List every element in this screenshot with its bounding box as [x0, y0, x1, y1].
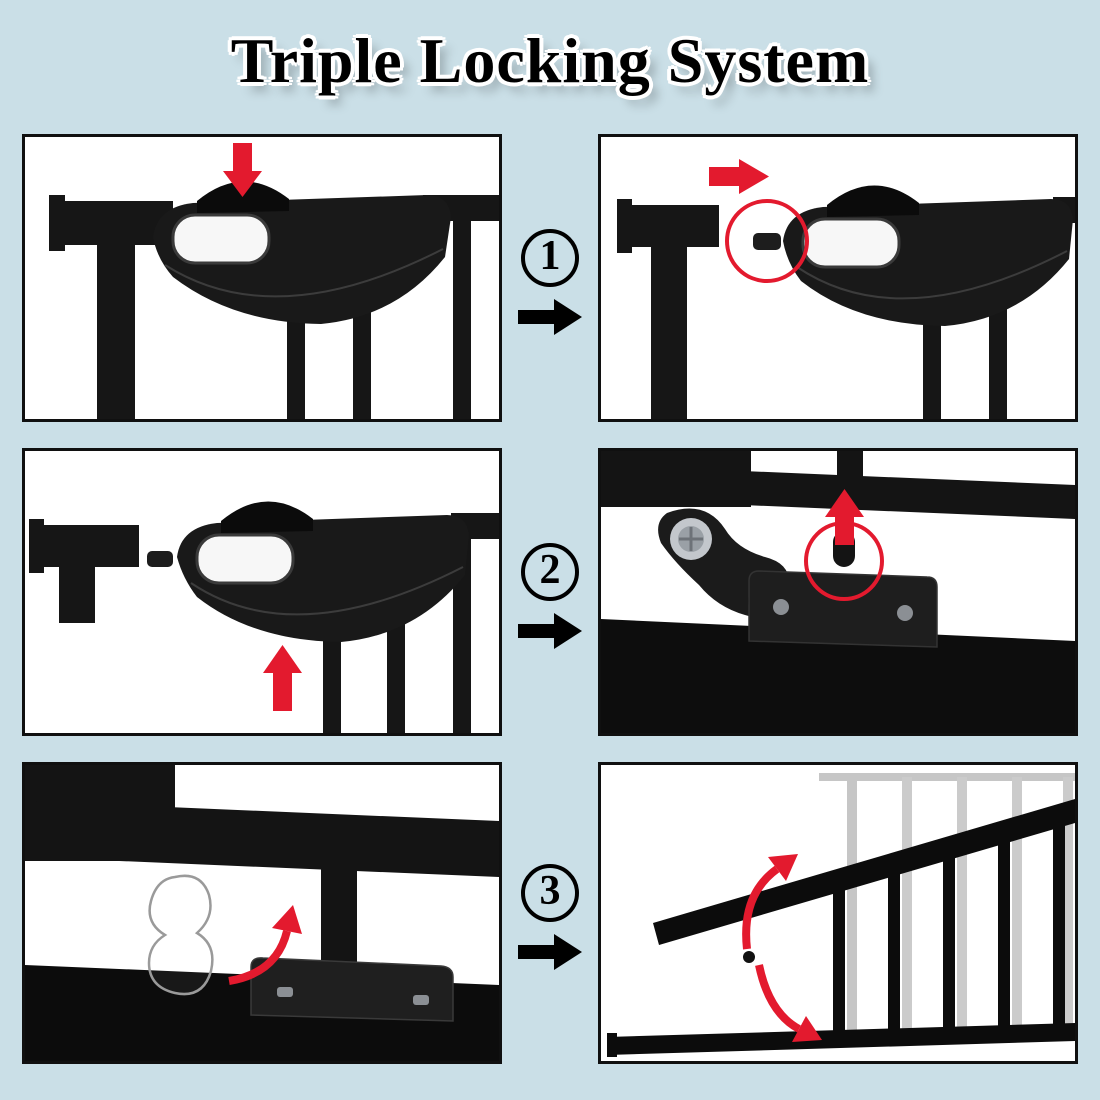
foot-pedal-release-illustration [25, 765, 499, 1061]
step-1-left-panel [22, 134, 502, 422]
gate-handle-press-down-illustration [49, 143, 499, 419]
step-3-left-panel [22, 762, 502, 1064]
fixed-gate-gray [819, 773, 1075, 1035]
gate-handle [753, 185, 1073, 326]
circled-number-3-icon: 3 [521, 863, 579, 922]
red-right-arrow-icon [709, 159, 769, 194]
red-curved-up-arrow-icon [228, 905, 302, 985]
black-right-arrow-icon [518, 933, 582, 975]
gate-bottom-rail [25, 765, 499, 989]
gate-frame [617, 197, 1075, 419]
red-up-arrow-icon [263, 645, 302, 711]
red-curved-up-arrow-icon [742, 854, 798, 950]
step-3-row: 3 [22, 762, 1078, 1064]
step-2-left-panel [22, 448, 502, 736]
gate-bottom-lock-illustration [601, 451, 1075, 733]
black-right-arrow-icon [518, 612, 582, 654]
red-circle-latch-pin-icon [725, 199, 809, 283]
circled-number-1-icon: 1 [521, 228, 579, 287]
gate-handle-slide-latch-illustration [617, 159, 1075, 419]
gate-handle-lift-up-illustration [29, 501, 499, 733]
step-2-connector: 2 [502, 454, 598, 742]
step-2-right-panel [598, 448, 1078, 736]
page-title: Triple Locking System [230, 25, 870, 96]
gate-handle [147, 501, 469, 642]
red-up-arrow-icon [825, 489, 864, 545]
step-1-right-panel [598, 134, 1078, 422]
ghost-pedal-outline-icon [147, 874, 214, 996]
floor-base [601, 570, 1075, 733]
step-1-connector: 1 [502, 140, 598, 428]
open-gate-black [607, 799, 1075, 1057]
step-2-row: 2 [22, 448, 1078, 736]
steps-grid: 1 [0, 134, 1100, 1064]
red-curved-down-arrow-icon [755, 964, 822, 1042]
gate-swings-open-illustration [607, 773, 1075, 1057]
gate-handle [153, 181, 451, 324]
circled-number-2-icon: 2 [521, 542, 579, 601]
step-3-connector: 3 [502, 768, 598, 1070]
red-down-arrow-icon [223, 143, 262, 197]
floor-base [25, 957, 499, 1061]
step-1-row: 1 [22, 134, 1078, 422]
step-3-right-panel [598, 762, 1078, 1064]
black-right-arrow-icon [518, 298, 582, 340]
gate-bottom-rail [601, 451, 1075, 567]
